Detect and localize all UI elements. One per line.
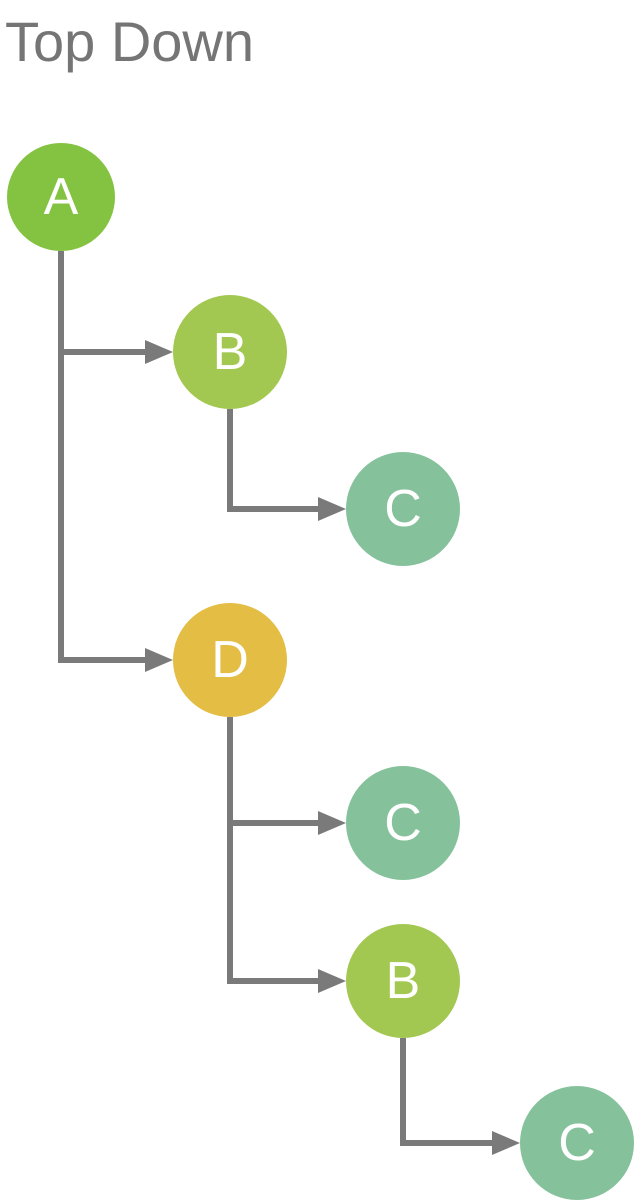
connector-line-horizontal xyxy=(227,978,318,984)
connector-line-vertical xyxy=(227,409,233,512)
arrowhead-icon xyxy=(318,811,346,835)
tree-node-c[interactable]: C xyxy=(520,1086,634,1200)
tree-node-a[interactable]: A xyxy=(7,143,115,251)
connector-line-horizontal xyxy=(227,820,318,826)
tree-node-c[interactable]: C xyxy=(346,766,460,880)
tree-node-d[interactable]: D xyxy=(173,603,287,717)
arrowhead-icon xyxy=(492,1131,520,1155)
tree-node-b[interactable]: B xyxy=(346,924,460,1038)
page-title: Top Down xyxy=(5,10,255,73)
connector-line-horizontal xyxy=(58,657,145,663)
connector-line-vertical xyxy=(58,251,64,663)
arrowhead-icon xyxy=(145,340,173,364)
arrowhead-icon xyxy=(318,497,346,521)
tree-node-c[interactable]: C xyxy=(346,452,460,566)
tree-node-b[interactable]: B xyxy=(173,295,287,409)
connector-line-vertical xyxy=(400,1038,406,1146)
connector-line-horizontal xyxy=(400,1140,492,1146)
connector-line-vertical xyxy=(227,717,233,984)
connector-line-horizontal xyxy=(58,349,145,355)
arrowhead-icon xyxy=(318,969,346,993)
connector-line-horizontal xyxy=(227,506,318,512)
arrowhead-icon xyxy=(145,648,173,672)
